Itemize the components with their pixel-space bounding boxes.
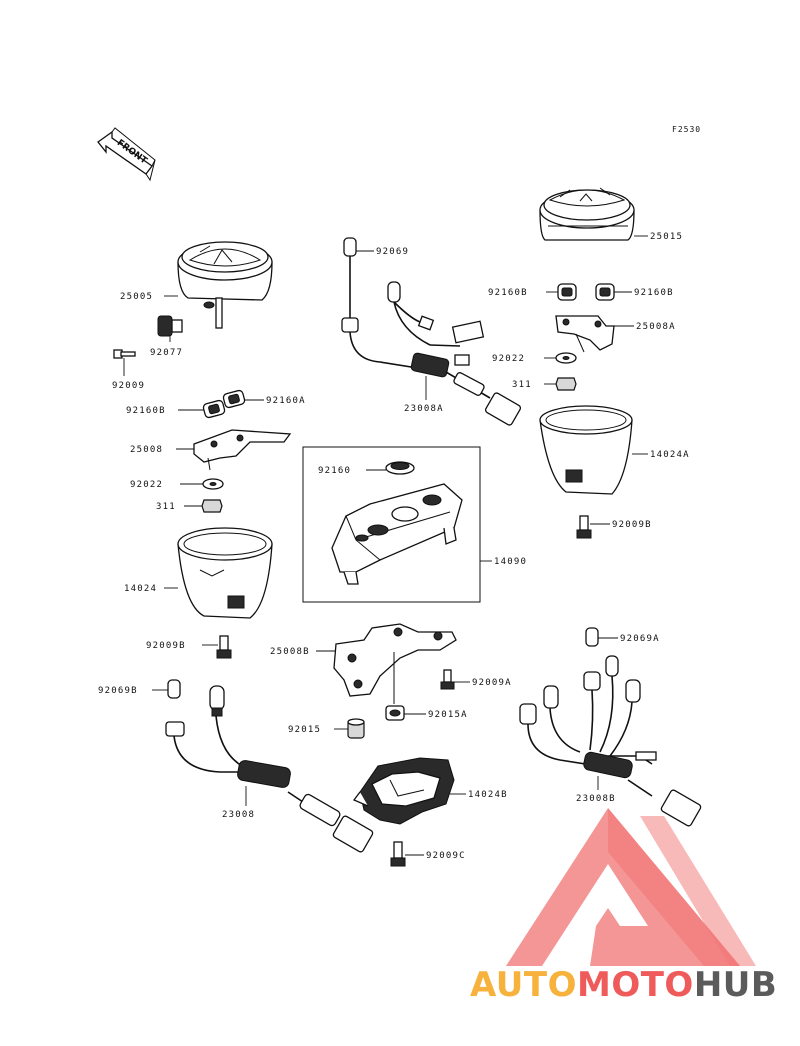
watermark-part-moto: MOTO	[577, 965, 694, 1005]
bracket-25008	[193, 429, 292, 471]
diagram-code: F2530	[672, 125, 701, 134]
label-23008b: 23008B	[576, 794, 616, 804]
meter-housing-14090	[331, 483, 463, 585]
label-25008b: 25008B	[270, 647, 310, 657]
label-92009a: 92009A	[472, 678, 512, 688]
label-23008: 23008	[222, 810, 255, 820]
grommet-92160	[385, 461, 415, 475]
svg-text:AUTOMOTOHUB: AUTOMOTOHUB	[470, 965, 777, 1005]
label-311-left: 311	[156, 502, 176, 512]
label-14090: 14090	[494, 557, 527, 567]
label-92160a: 92160A	[266, 396, 306, 406]
label-92009b-left: 92009B	[146, 641, 186, 651]
label-92077: 92077	[150, 348, 183, 358]
grommet-92015a	[385, 705, 405, 721]
front-arrow-icon: FRONT	[97, 127, 156, 182]
label-92022-left: 92022	[130, 480, 163, 490]
harness-23008b	[519, 627, 702, 827]
label-92160b-right: 92160B	[634, 288, 674, 298]
label-92160: 92160	[318, 466, 351, 476]
washer-right	[555, 352, 577, 364]
label-92022-right: 92022	[492, 354, 525, 364]
collar-92015	[347, 718, 365, 739]
label-92009b-right: 92009B	[612, 520, 652, 530]
label-25008: 25008	[130, 445, 163, 455]
washer-left	[202, 478, 224, 490]
gauge-left	[177, 241, 273, 329]
nut-right	[555, 377, 577, 391]
label-92069b: 92069B	[98, 686, 138, 696]
gauge-right	[539, 187, 635, 241]
label-25005: 25005	[120, 292, 153, 302]
rubber-grommet-right-2	[595, 283, 615, 301]
rubber-grommet-left-1	[202, 399, 226, 419]
lower-cover-14024b	[352, 757, 455, 825]
label-14024b: 14024B	[468, 790, 508, 800]
label-92009c: 92009C	[426, 851, 466, 861]
label-92160b: 92160B	[126, 406, 166, 416]
label-23008a: 23008A	[404, 404, 444, 414]
watermark-logo-icon	[506, 808, 756, 966]
bracket-25008a	[555, 315, 615, 353]
watermark-text: AUTOMOTOHUB	[470, 965, 777, 1005]
small-screw	[113, 349, 136, 359]
label-92009: 92009	[112, 381, 145, 391]
label-311-right: 311	[512, 380, 532, 390]
bolt-92009b-left	[216, 635, 232, 659]
label-25008a: 25008A	[636, 322, 676, 332]
nut-left	[201, 499, 223, 513]
label-92069a: 92069A	[620, 634, 660, 644]
bracket-25008b	[333, 623, 457, 704]
housing-box	[302, 446, 481, 603]
watermark-part-hub: HUB	[694, 965, 777, 1005]
rubber-grommet-left-2	[222, 389, 246, 409]
label-25015: 25015	[650, 232, 683, 242]
meter-cover-14024	[177, 527, 273, 619]
bolt-92009c	[390, 841, 406, 867]
bolt-92009b-right	[576, 515, 592, 539]
harness-23008	[165, 679, 374, 853]
label-14024: 14024	[124, 584, 157, 594]
label-92069: 92069	[376, 247, 409, 257]
watermark-part-auto: AUTO	[470, 965, 577, 1005]
label-92160b-left: 92160B	[488, 288, 528, 298]
harness-23008a	[341, 237, 522, 426]
rubber-grommet-right-1	[557, 283, 577, 301]
label-92015: 92015	[288, 725, 321, 735]
bolt-92009a	[440, 669, 455, 690]
screw-knob	[157, 315, 183, 337]
label-92015a: 92015A	[428, 710, 468, 720]
label-14024a: 14024A	[650, 450, 690, 460]
meter-cover-14024a	[539, 405, 633, 495]
